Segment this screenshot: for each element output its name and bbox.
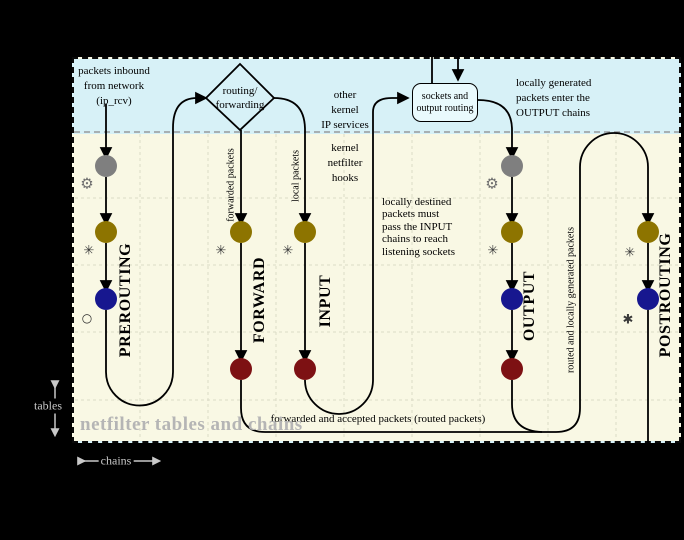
output-dot-darkred xyxy=(501,358,523,380)
forwarded-packets-label: forwarded packets xyxy=(225,148,237,222)
forward-dot-olive xyxy=(230,221,252,243)
gear-icon: ⚙ xyxy=(485,174,499,193)
output-dot-gray xyxy=(501,155,523,177)
chain-label-prerouting: PREROUTING xyxy=(117,242,134,358)
sockets-output-routing-node: sockets and output routing xyxy=(412,83,478,122)
asterisk-icon: ✳ xyxy=(487,243,499,259)
local-packets-label: local packets xyxy=(290,150,302,202)
hook-dots xyxy=(95,155,659,380)
grid-lines xyxy=(75,134,678,440)
routing-decision-label: routing/ forwarding xyxy=(215,85,265,111)
chains-axis-label: chains xyxy=(98,453,134,469)
input-dot-darkred xyxy=(294,358,316,380)
prerouting-dot-olive xyxy=(95,221,117,243)
packet-flow-paths xyxy=(99,57,655,446)
asterisk-icon: ✳ xyxy=(215,243,227,259)
asterisk-icon: ✳ xyxy=(624,245,636,261)
chain-label-output: OUTPUT xyxy=(521,270,538,342)
heavy-asterisk-icon: ✱ xyxy=(622,312,634,328)
chain-label-postrouting: POSTROUTING xyxy=(657,232,674,358)
kernel-netfilter-hooks-label: kernel netfilter hooks xyxy=(327,142,363,184)
forward-dot-darkred xyxy=(230,358,252,380)
diagram-title-watermark: netfilter tables and chains xyxy=(80,414,303,435)
routing-decision-diamond xyxy=(204,62,276,132)
chain-label-forward: FORWARD xyxy=(251,256,268,344)
prerouting-dot-gray xyxy=(95,155,117,177)
inbound-packets-label: packets inbound from network (ip_rcv) xyxy=(78,65,150,107)
locally-generated-label: locally generated packets enter the OUTP… xyxy=(516,77,592,119)
locally-destined-label: locally destined packets must pass the I… xyxy=(382,196,456,258)
gear-icon: ⚙ xyxy=(80,174,94,193)
output-dot-olive xyxy=(501,221,523,243)
postrouting-dot-blue xyxy=(637,288,659,310)
forwarded-accepted-label: forwarded and accepted packets (routed p… xyxy=(270,413,486,425)
asterisk-icon: ✳ xyxy=(83,243,95,259)
open-circle-icon: ○ xyxy=(81,311,93,325)
chain-label-input: INPUT xyxy=(317,274,334,328)
tables-axis-label: tables xyxy=(32,398,64,414)
routed-packets-label: routed and locally generated packets xyxy=(565,226,577,374)
asterisk-icon: ✳ xyxy=(282,243,294,259)
other-kernel-services-label: other kernel IP services xyxy=(321,89,369,131)
postrouting-dot-olive xyxy=(637,221,659,243)
prerouting-dot-blue xyxy=(95,288,117,310)
input-dot-olive xyxy=(294,221,316,243)
output-dot-blue xyxy=(501,288,523,310)
